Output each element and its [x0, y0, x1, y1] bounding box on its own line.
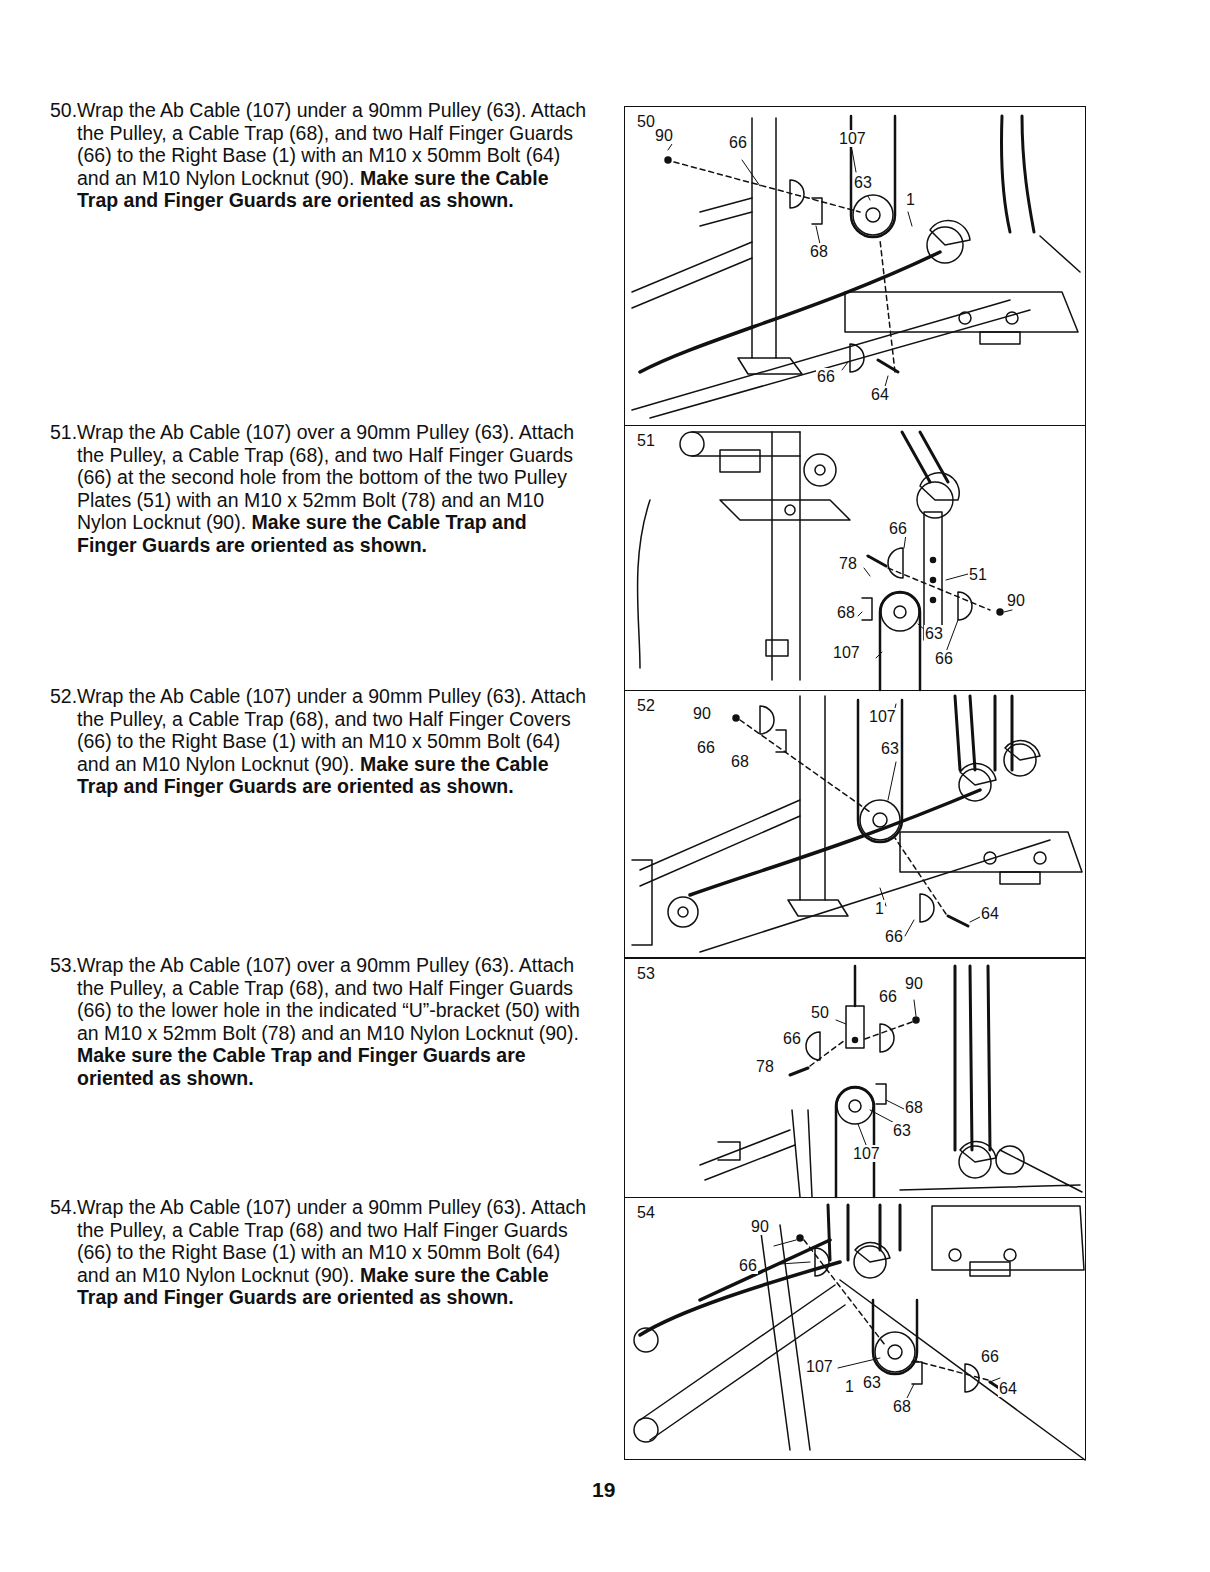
callout-number: 64 [998, 1380, 1018, 1397]
callout-number: 107 [805, 1358, 834, 1375]
callout-number: 66 [980, 1348, 1000, 1365]
callout-number: 78 [838, 555, 858, 572]
callout-number: 90 [1006, 592, 1026, 609]
callout-number: 66 [696, 739, 716, 756]
callout-number: 107 [868, 708, 897, 725]
callout-number: 63 [862, 1374, 882, 1391]
figure-panel: 52 [624, 690, 1086, 958]
callout-number: 90 [904, 975, 924, 992]
step-number: 51 [637, 432, 655, 450]
step-number: 50. [50, 99, 77, 122]
step-number: 54. [50, 1196, 77, 1219]
callout-number: 90 [692, 705, 712, 722]
instruction-text: Wrap the Ab Cable (107) over a 90mm Pull… [77, 954, 590, 1089]
callout-number: 68 [730, 753, 750, 770]
callout-number: 63 [853, 174, 873, 191]
instruction-warning: Make sure the Cable Trap and Finger Guar… [77, 1044, 526, 1089]
instruction-text: Wrap the Ab Cable (107) under a 90mm Pul… [77, 685, 590, 798]
callout-number: 1 [874, 900, 885, 917]
callout-number: 63 [892, 1122, 912, 1139]
callout-number: 78 [755, 1058, 775, 1075]
figure-panel: 50 [624, 106, 1086, 426]
callout-number: 66 [816, 368, 836, 385]
figure-panel: 54 [624, 1197, 1086, 1460]
step-number: 54 [637, 1204, 655, 1222]
callout-number: 66 [888, 520, 908, 537]
callout-number: 107 [832, 644, 861, 661]
callout-number: 107 [852, 1145, 881, 1162]
callout-number: 107 [838, 130, 867, 147]
callout-number: 90 [654, 127, 674, 144]
instruction-text: Wrap the Ab Cable (107) under a 90mm Pul… [77, 99, 590, 212]
callout-number: 50 [810, 1004, 830, 1021]
callout-number: 66 [728, 134, 748, 151]
callout-number: 51 [968, 566, 988, 583]
step-number: 52. [50, 685, 77, 708]
step-number: 53 [637, 965, 655, 983]
step-number: 51. [50, 421, 77, 444]
step-number: 53. [50, 954, 77, 977]
figure-panel: 53 [624, 958, 1086, 1198]
callout-number: 64 [980, 905, 1000, 922]
callout-number: 68 [836, 604, 856, 621]
callout-number: 66 [878, 988, 898, 1005]
instruction-text: Wrap the Ab Cable (107) over a 90mm Pull… [77, 421, 590, 556]
callout-number: 90 [750, 1218, 770, 1235]
callout-number: 66 [782, 1030, 802, 1047]
page-number: 19 [592, 1478, 615, 1502]
instruction-text: Wrap the Ab Cable (107) under a 90mm Pul… [77, 1196, 590, 1309]
callout-number: 63 [924, 625, 944, 642]
instruction-sentence: Wrap the Ab Cable (107) over a 90mm Pull… [77, 954, 580, 1044]
callout-number: 66 [884, 928, 904, 945]
callout-number: 64 [870, 386, 890, 403]
callout-number: 1 [905, 191, 916, 208]
callout-number: 66 [738, 1257, 758, 1274]
callout-number: 68 [904, 1099, 924, 1116]
callout-number: 68 [809, 243, 829, 260]
callout-number: 1 [844, 1378, 855, 1395]
callout-number: 66 [934, 650, 954, 667]
step-number: 52 [637, 697, 655, 715]
callout-number: 63 [880, 740, 900, 757]
step-number: 50 [637, 113, 655, 131]
callout-number: 68 [892, 1398, 912, 1415]
